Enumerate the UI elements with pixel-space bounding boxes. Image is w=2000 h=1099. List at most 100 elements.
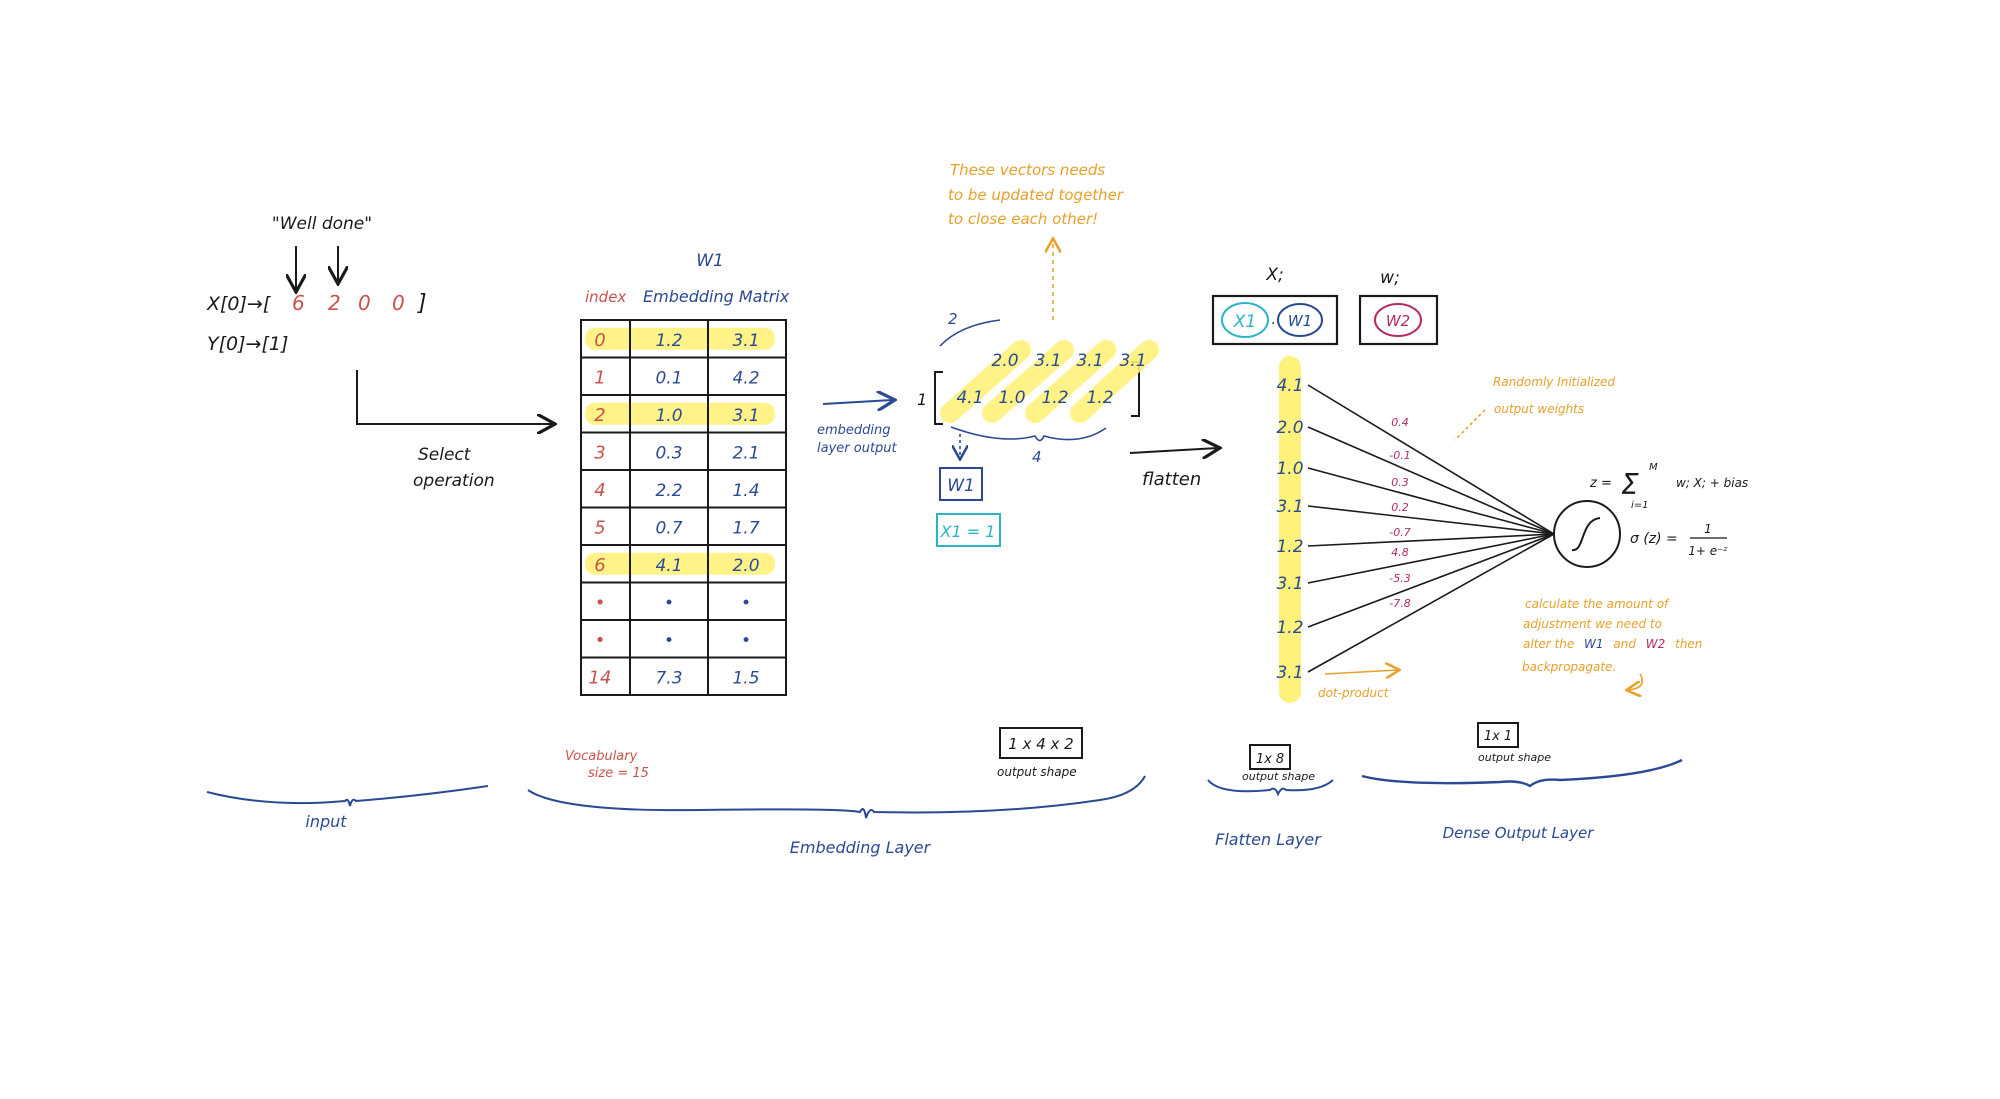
dense-connection-line xyxy=(1307,505,1555,535)
matrix-header: Embedding Matrix xyxy=(643,287,790,306)
vocab-label-1: Vocabulary xyxy=(565,749,638,764)
matrix-value-cell: • xyxy=(664,631,674,651)
tensor-front-value: 1.0 xyxy=(998,388,1025,408)
dense-weight: 0.2 xyxy=(1391,501,1409,514)
flatten-column: 4.12.01.03.11.23.11.23.1 xyxy=(1276,356,1304,703)
flatten-brace xyxy=(1207,779,1334,797)
dense-connection-line xyxy=(1307,533,1555,628)
matrix-index-cell: 3 xyxy=(594,442,605,463)
matrix-value-cell: 3.1 xyxy=(732,406,759,426)
formula-z: z = xyxy=(1589,476,1612,491)
dim-2-label: 2 xyxy=(948,310,958,328)
tensor-highlight xyxy=(940,340,1031,423)
calc-note-3d: W2 xyxy=(1646,637,1666,651)
w1-box-label: W1 xyxy=(947,476,975,496)
matrix-value-cell: • xyxy=(741,593,751,613)
matrix-index-cell: 1 xyxy=(594,367,605,388)
dense-section: 0.4-0.10.30.2-0.74.8-5.3-7.8 Randomly In… xyxy=(1307,375,1748,842)
dense-shape-label: output shape xyxy=(1478,751,1551,764)
random-weights-label-2: output weights xyxy=(1494,402,1584,416)
dense-weight: 0.4 xyxy=(1391,416,1409,429)
x-label: X[0]→[ xyxy=(206,293,271,315)
matrix-value-cell: 3.1 xyxy=(732,331,759,351)
flatten-shape-label: output shape xyxy=(1242,770,1315,783)
flatten-shape-box xyxy=(1249,744,1291,770)
dense-weight: 0.3 xyxy=(1391,476,1409,489)
matrix-value-cell: 2.1 xyxy=(732,443,759,463)
matrix-value-cell: 2.2 xyxy=(655,481,682,501)
tensor-highlights xyxy=(940,340,1159,423)
dense-shape-box xyxy=(1477,722,1519,748)
dense-connection-line xyxy=(1307,533,1555,584)
row-highlight xyxy=(585,552,775,575)
matrix-index-cell: • xyxy=(595,592,606,613)
tensor-highlight xyxy=(1025,340,1116,423)
flatten-arrow-label: flatten xyxy=(1142,469,1201,490)
tensor-left-bracket xyxy=(934,371,943,425)
matrix-value-cell: 1.5 xyxy=(732,668,759,688)
input-sentence: "Well done" xyxy=(272,214,372,234)
matrix-highlights xyxy=(585,327,775,575)
formula-sum: Σ xyxy=(1621,468,1639,501)
calc-note-3e: then xyxy=(1675,637,1702,651)
x-value-2: 0 xyxy=(358,291,371,315)
dense-section-label: Dense Output Layer xyxy=(1443,824,1595,842)
dense-weight: -5.3 xyxy=(1389,572,1410,585)
dense-weight: -7.8 xyxy=(1389,597,1410,610)
flatten-value: 2.0 xyxy=(1276,418,1303,438)
embedding-shape-label: output shape xyxy=(997,765,1077,779)
w2-circle-label: W2 xyxy=(1386,312,1410,330)
x1-circle xyxy=(1221,302,1269,338)
input-brace xyxy=(206,785,489,807)
matrix-value-cell: 2.0 xyxy=(732,556,759,576)
select-arrow xyxy=(356,370,553,424)
w1-circle-label: W1 xyxy=(1288,312,1312,330)
matrix-value-cell: • xyxy=(664,593,674,613)
embedding-matrix xyxy=(580,319,787,696)
sigmoid-icon xyxy=(1571,517,1601,551)
dense-weight: 4.8 xyxy=(1391,546,1409,559)
formula-top: M xyxy=(1649,462,1658,473)
w1-circle xyxy=(1277,303,1323,337)
dim-4-label: 4 xyxy=(1032,448,1042,466)
flatten-arrow xyxy=(1129,448,1218,453)
calc-note-3c: and xyxy=(1613,637,1636,651)
xi-label: X; xyxy=(1265,265,1283,285)
w1-box xyxy=(939,467,983,501)
flatten-shape: 1x 8 xyxy=(1256,752,1284,767)
dot-product-label: dot-product xyxy=(1318,686,1390,700)
embedding-output-arrow xyxy=(822,400,893,404)
flatten-value: 1.2 xyxy=(1276,537,1303,557)
matrix-value-cell: 1.0 xyxy=(655,406,682,426)
input-section-label: input xyxy=(305,812,347,831)
embedding-output-label-2: layer output xyxy=(817,441,898,456)
x-value-3: 0 xyxy=(392,291,405,315)
formula-bottom: i=1 xyxy=(1631,500,1649,511)
tensor-front-value: 1.2 xyxy=(1086,388,1113,408)
matrix-value-cell: • xyxy=(741,631,751,651)
output-neuron xyxy=(1553,500,1621,568)
x1-box-label: X1 = 1 xyxy=(940,522,996,541)
y-label: Y[0]→[1] xyxy=(207,333,288,355)
flatten-section-label: Flatten Layer xyxy=(1215,830,1322,849)
matrix-index-cell: 14 xyxy=(589,667,612,688)
sigma-lhs: σ (z) = xyxy=(1630,531,1678,547)
dense-shape: 1x 1 xyxy=(1484,729,1512,744)
update-note-3: to close each other! xyxy=(948,210,1098,228)
row-highlight xyxy=(585,327,775,350)
dot-product-arrow xyxy=(1324,670,1398,674)
flatten-value: 1.0 xyxy=(1276,459,1303,479)
dense-weight: -0.1 xyxy=(1389,449,1410,462)
matrix-value-cell: 0.3 xyxy=(655,443,682,463)
tensor-back-value: 3.1 xyxy=(1076,351,1103,371)
matrix-index-cell: 2 xyxy=(594,405,605,426)
matrix-index-cell: 5 xyxy=(594,517,605,538)
row-highlight xyxy=(585,402,775,425)
calc-note-3b: W1 xyxy=(1584,637,1604,651)
dim-2-brace xyxy=(939,319,1001,347)
select-label: Select xyxy=(418,445,472,465)
flatten-value: 3.1 xyxy=(1276,663,1303,683)
calc-note-2: adjustment we need to xyxy=(1523,617,1662,631)
x-close: ] xyxy=(417,291,427,316)
